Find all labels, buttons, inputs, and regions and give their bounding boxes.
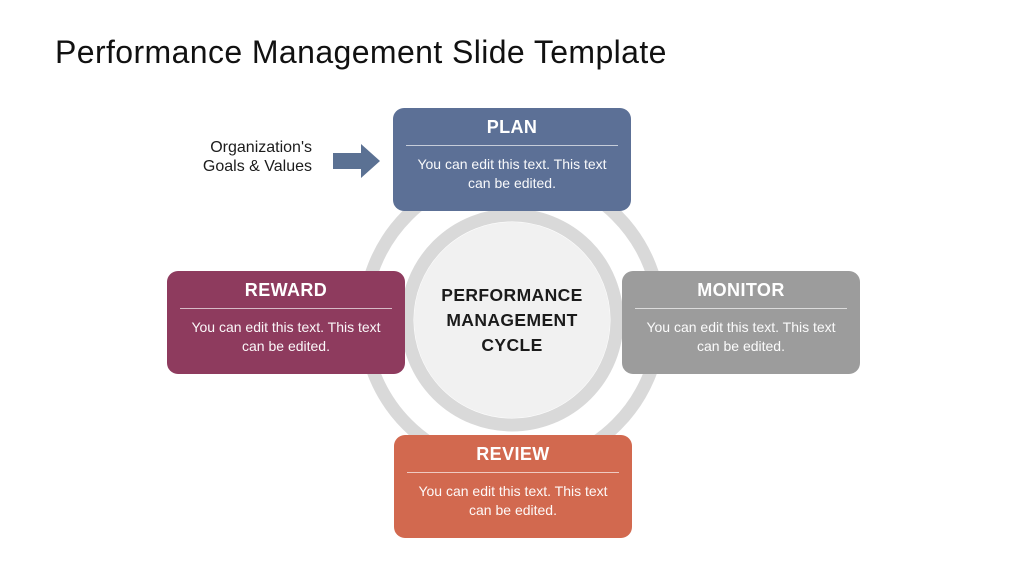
stage-body-plan[interactable]: You can edit this text. This text can be… (417, 156, 607, 191)
stage-title-monitor: MONITOR (697, 280, 785, 300)
stage-body-reward[interactable]: You can edit this text. This text can be… (191, 319, 381, 354)
stage-title-review: REVIEW (476, 444, 550, 464)
cycle-inner-ring (400, 208, 624, 432)
arrow-right-icon (333, 144, 380, 178)
annotation-line2: Goals & Values (202, 158, 312, 175)
stage-title-plan: PLAN (486, 117, 538, 137)
divider (406, 145, 618, 146)
cycle-center-circle: PERFORMANCE MANAGEMENT CYCLE (414, 222, 610, 418)
divider (635, 308, 847, 309)
annotation-line1: Organization's (210, 139, 312, 156)
stage-card-review[interactable]: REVIEW You can edit this text. This text… (394, 435, 632, 538)
stage-body-monitor[interactable]: You can edit this text. This text can be… (646, 319, 836, 354)
stage-title-reward: REWARD (244, 280, 328, 300)
center-line1: PERFORMANCE (441, 284, 583, 305)
stage-card-plan[interactable]: PLAN You can edit this text. This text c… (393, 108, 631, 211)
slide-title: Performance Management Slide Template (55, 34, 667, 70)
center-line2: MANAGEMENT (446, 309, 578, 330)
stage-card-monitor[interactable]: MONITOR You can edit this text. This tex… (622, 271, 860, 374)
stage-card-reward[interactable]: REWARD You can edit this text. This text… (167, 271, 405, 374)
stage-body-review[interactable]: You can edit this text. This text can be… (418, 483, 608, 518)
divider (180, 308, 392, 309)
annotation-goals-values: Organization's Goals & Values (168, 138, 312, 176)
divider (407, 472, 619, 473)
center-line3: CYCLE (481, 334, 543, 355)
